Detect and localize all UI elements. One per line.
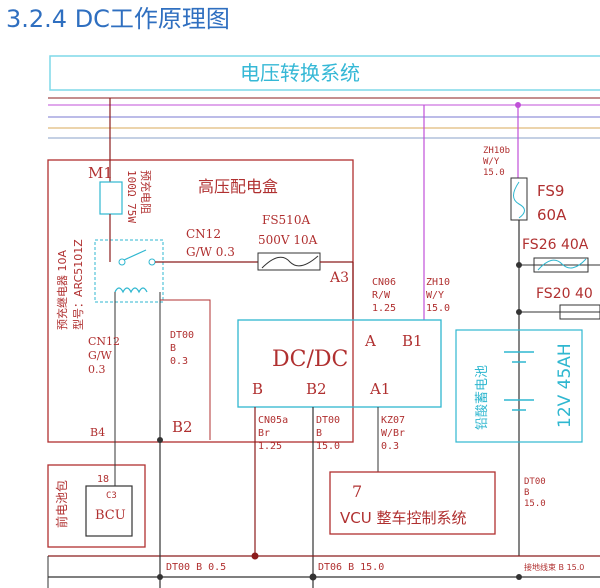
cn05a-2: 1.25	[258, 441, 282, 452]
battery-label: 铅酸蓄电池	[475, 365, 490, 430]
relay-coil	[114, 287, 148, 294]
relay-box	[94, 239, 164, 303]
bus-dt00: DT00 B 0.5	[166, 562, 226, 573]
fuse-name: FS510A	[262, 213, 310, 227]
page-heading: 3.2.4 DC工作原理图	[6, 5, 230, 33]
cn06: CN06	[372, 277, 396, 288]
relay-contact-2	[148, 258, 156, 266]
zh10b-2: 15.0	[483, 168, 505, 178]
cn12-top: CN12	[186, 227, 221, 241]
fuse-fs9-element	[513, 181, 525, 219]
hv-box-title: 高压配电盒	[198, 177, 278, 196]
dt00-top-1: B	[170, 343, 176, 354]
dcdc-pin-b1: B1	[402, 332, 423, 350]
vcu-label: VCU 整车控制系统	[340, 509, 466, 527]
kz07-2: 0.3	[381, 441, 399, 452]
battery-rating: 12V 45AH	[555, 343, 575, 428]
fuse-fs9	[510, 177, 528, 221]
fuse-fs26	[533, 257, 589, 273]
fuse-rating: 500V 10A	[258, 233, 318, 247]
dt00-top: DT00	[170, 330, 194, 341]
bcu-outer-box	[47, 464, 146, 548]
banner-title: 电压转换系统	[240, 61, 360, 85]
dt00-right-2: 15.0	[524, 499, 546, 509]
hv-feed-wire	[160, 299, 211, 440]
b4-label: B4	[90, 426, 105, 439]
dt00-mid: DT00	[316, 415, 340, 426]
bcu-box	[85, 485, 133, 537]
zh10-2: 15.0	[426, 303, 450, 314]
fuse-element	[261, 255, 319, 269]
b2-left-label: B2	[172, 418, 193, 436]
m1-label: M1	[88, 164, 113, 182]
cn05a-1: Br	[258, 428, 270, 439]
battery-box	[455, 329, 583, 443]
b2-node	[157, 437, 163, 443]
dt00-right: DT00	[524, 477, 546, 487]
dt00-right-1: B	[524, 488, 529, 498]
dcdc-pin-a: A	[364, 332, 376, 350]
resistor	[99, 181, 123, 215]
dt00-mid-2: 15.0	[316, 441, 340, 452]
relay-label-2: 型号：ARC5101Z	[71, 239, 85, 330]
cn12-bot: CN12	[88, 335, 120, 348]
fs9-bus-node	[516, 574, 522, 580]
bcu-c3: C3	[106, 491, 117, 501]
vcu-num: 7	[352, 482, 362, 501]
relay-contact-1	[118, 258, 126, 266]
bus-right: 接地线束 B 15.0	[524, 562, 584, 572]
dcdc-pin-b2: B2	[306, 380, 327, 398]
left-bus-node	[157, 574, 163, 580]
relay-blade	[123, 249, 147, 261]
resistor-label: 100Ω 75W	[125, 170, 138, 223]
cn05a: CN05a	[258, 415, 288, 426]
kz07-1: W/Br	[381, 428, 405, 439]
resistor-sub: 预充电阻	[139, 170, 153, 214]
b-node	[251, 552, 259, 560]
dt00-top-2: 0.3	[170, 356, 188, 367]
zh10b: ZH10b	[483, 146, 510, 156]
bcu-pin: 18	[97, 474, 109, 485]
cn12-bot-1: G/W	[88, 349, 112, 362]
dt00-mid-1: B	[316, 428, 322, 439]
cn12-top-wire: G/W 0.3	[186, 245, 235, 259]
a3-label: A3	[329, 270, 349, 286]
fuse-fs26-element	[537, 258, 587, 271]
fs26-label: FS26 40A	[522, 237, 589, 253]
cn12-bot-2: 0.3	[88, 363, 106, 376]
hv-box	[47, 159, 354, 443]
dcdc-title: DC/DC	[272, 347, 348, 372]
bcu-outer-label: 前电池包	[54, 480, 69, 528]
fs9-rating: 60A	[537, 206, 567, 224]
bcu-label: BCU	[95, 508, 126, 523]
cn06-1: R/W	[372, 290, 391, 301]
cn06-2: 1.25	[372, 303, 396, 314]
banner-box	[49, 55, 600, 91]
fs20-label: FS20 40	[536, 286, 593, 302]
relay-label-1: 预充继电器 10A	[55, 250, 69, 330]
fs9-label: FS9	[537, 182, 564, 200]
dcdc-pin-b: B	[252, 380, 263, 398]
dcdc-pin-a1: A1	[369, 380, 390, 398]
dcdc-box	[237, 319, 442, 408]
vcu-box	[329, 471, 496, 535]
zh10b-1: W/Y	[483, 157, 500, 167]
bus-dt06: DT06 B 15.0	[318, 562, 384, 573]
zh10-1: W/Y	[426, 290, 444, 301]
b2-bus-node	[309, 573, 317, 581]
fuse-fs20	[559, 304, 600, 320]
zh10: ZH10	[426, 277, 450, 288]
kz07: KZ07	[381, 415, 405, 426]
